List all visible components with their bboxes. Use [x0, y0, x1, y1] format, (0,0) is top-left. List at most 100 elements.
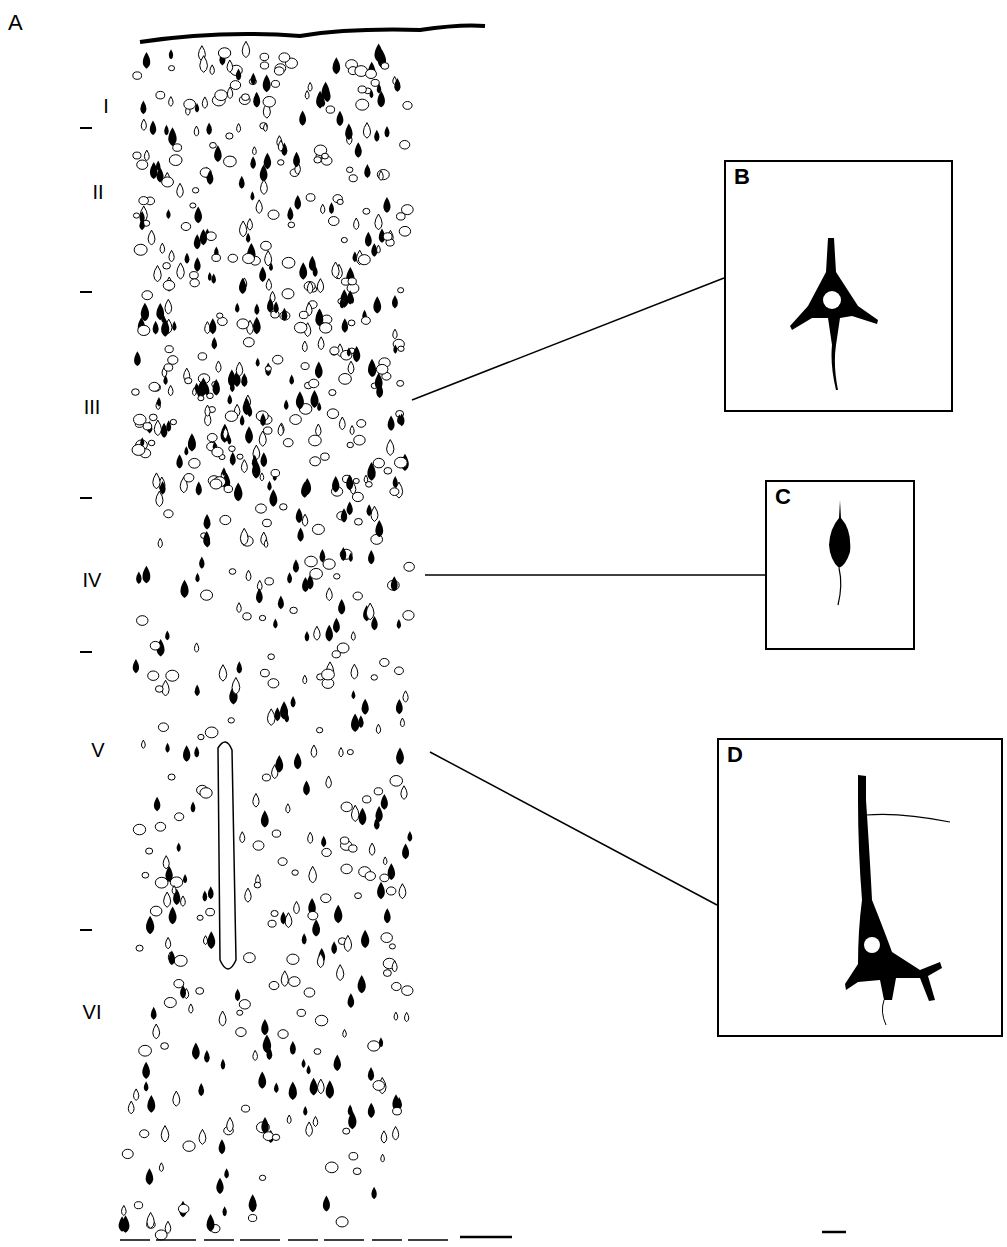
- cell-body: [133, 414, 146, 425]
- cell-body: [359, 808, 367, 825]
- cell-body: [211, 273, 216, 283]
- cell-body: [229, 446, 236, 452]
- cell-body: [200, 56, 208, 73]
- cell-body: [397, 414, 402, 424]
- cell-body: [180, 985, 186, 999]
- cell-body: [391, 576, 398, 591]
- cell-body: [174, 955, 187, 966]
- cell-body: [322, 669, 335, 680]
- cell-body: [210, 479, 222, 489]
- inset-box: D: [717, 738, 1003, 1037]
- cell-body: [134, 244, 147, 255]
- cell-body: [394, 1012, 398, 1020]
- cell-body: [263, 427, 271, 434]
- inset-box: B: [724, 160, 953, 412]
- white-matter-border: [120, 1239, 450, 1241]
- cell-body: [155, 822, 165, 831]
- cell-body: [340, 547, 346, 561]
- cell-body: [273, 301, 278, 313]
- cell-body: [373, 1081, 385, 1091]
- cell-body: [283, 439, 293, 447]
- cell-body: [290, 607, 298, 613]
- cell-body: [230, 81, 240, 90]
- cell-body: [203, 936, 207, 945]
- cell-body: [227, 60, 233, 72]
- cell-body: [366, 69, 377, 78]
- cell-body: [164, 892, 171, 907]
- cell-body: [264, 123, 268, 131]
- cell-body: [334, 1055, 341, 1071]
- cell-body: [161, 1043, 169, 1050]
- cell-body: [210, 142, 217, 148]
- cell-body: [239, 278, 246, 294]
- cell-body: [287, 954, 299, 964]
- cell-body: [364, 164, 370, 178]
- cell-body: [308, 911, 318, 919]
- cell-body: [194, 207, 202, 224]
- cell-body: [153, 1024, 160, 1039]
- cell-body: [297, 1009, 305, 1016]
- cell-body: [150, 120, 157, 135]
- cell-body: [181, 222, 190, 230]
- cell-body: [142, 1062, 150, 1079]
- cell-body: [373, 296, 381, 313]
- cell-body: [132, 444, 145, 455]
- cell-body: [259, 431, 266, 446]
- cell-body: [219, 1011, 226, 1026]
- cell-body: [241, 373, 247, 387]
- cell-body: [341, 508, 347, 522]
- cell-body: [395, 667, 404, 675]
- cell-body: [190, 272, 199, 279]
- cell-body: [332, 651, 340, 658]
- cell-body: [306, 1065, 310, 1074]
- cell-body: [136, 572, 142, 584]
- cell-body: [309, 435, 322, 446]
- cell-body: [365, 232, 372, 247]
- cell-body: [176, 454, 182, 468]
- cell-body: [259, 1175, 265, 1180]
- cell-body: [309, 256, 316, 271]
- cell-body: [403, 691, 408, 702]
- cell-body: [273, 619, 277, 629]
- cell-body: [323, 1196, 330, 1212]
- cell-body: [345, 124, 352, 140]
- cell-body: [366, 603, 374, 620]
- cell-body: [289, 1082, 297, 1101]
- cell-body: [289, 977, 300, 987]
- cell-body: [268, 679, 279, 688]
- cell-body: [237, 124, 241, 133]
- cell-body: [347, 290, 353, 304]
- cell-body: [397, 619, 402, 629]
- cell-body: [341, 237, 347, 242]
- cell-body: [373, 458, 384, 468]
- cell-body: [246, 570, 251, 581]
- cell-body: [121, 1205, 126, 1215]
- cell-body: [158, 723, 168, 732]
- cell-body: [164, 125, 169, 135]
- cell-body: [224, 156, 237, 167]
- cell-body: [326, 776, 332, 788]
- cell-body: [269, 489, 277, 507]
- cell-body: [160, 243, 165, 253]
- cell-body: [317, 402, 321, 411]
- cell-body: [166, 670, 179, 681]
- cell-body: [265, 366, 271, 371]
- cell-body: [162, 423, 166, 433]
- cell-body: [377, 84, 381, 94]
- cell-body: [278, 140, 283, 151]
- cell-body: [236, 1028, 246, 1037]
- cell-body: [154, 420, 161, 436]
- cell-body: [237, 661, 243, 673]
- cell-body: [331, 941, 337, 954]
- cell-body: [260, 452, 267, 467]
- cell-body: [369, 90, 373, 99]
- cell-body: [229, 569, 236, 575]
- cell-body: [318, 337, 324, 350]
- cell-body: [390, 776, 403, 787]
- cell-body: [248, 1214, 256, 1221]
- cell-body: [301, 1059, 305, 1068]
- cell-body: [348, 993, 355, 1008]
- cell-body: [280, 911, 286, 924]
- cell-body: [156, 161, 161, 171]
- cell-body: [381, 1131, 387, 1143]
